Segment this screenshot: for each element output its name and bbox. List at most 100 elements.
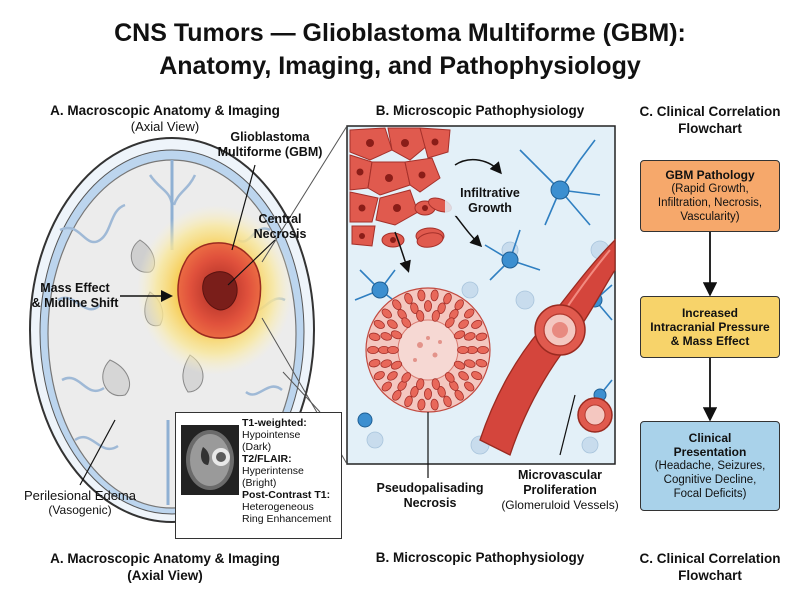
- edema-label: Perilesional Edema (Vasogenic): [10, 488, 150, 517]
- gbm-label: Glioblastoma Multiforme (GBM): [215, 130, 325, 160]
- flowchart-box-clinical-presentation: Clinical Presentation (Headache, Seizure…: [640, 421, 780, 511]
- box2-line2: & Mass Effect: [670, 334, 750, 348]
- palisading-cell: [381, 381, 392, 392]
- t2-title: T2/FLAIR:: [242, 453, 292, 465]
- palisading-cell: [367, 346, 379, 355]
- zoom-connector-top: [261, 125, 348, 263]
- palisading-cell: [471, 319, 483, 329]
- panel-c-footer-line1: C. Clinical Correlation: [639, 551, 781, 566]
- palisading-cell: [390, 360, 403, 370]
- central-necrosis-label: Central Necrosis: [240, 212, 320, 242]
- palisading-cell: [475, 332, 488, 341]
- palisading-cell: [437, 302, 446, 314]
- palisading-cell: [423, 300, 432, 312]
- mri-sequence-notes: T1-weighted: Hypointense (Dark) T2/FLAIR…: [242, 417, 338, 525]
- panel-c-title-line1: C. Clinical Correlation: [639, 104, 781, 119]
- mri-inset-panel: T1-weighted: Hypointense (Dark) T2/FLAIR…: [175, 412, 342, 539]
- box1-line1: (Rapid Growth,: [671, 183, 749, 195]
- palisading-cell: [368, 359, 381, 368]
- inset-connector-line: [282, 371, 321, 413]
- palisading-cell: [464, 359, 476, 368]
- palisading-cell: [453, 330, 466, 340]
- infiltration-arrows: [394, 158, 502, 273]
- t2-line2: (Bright): [242, 477, 277, 489]
- palisading-cell: [387, 319, 398, 329]
- left-lateral-ventricle-occipital: [102, 359, 130, 397]
- box3-title: Clinical: [688, 431, 732, 445]
- edema-label-line2: (Vasogenic): [48, 503, 112, 517]
- pseudopalisading-label: Pseudopalisading Necrosis: [365, 481, 495, 511]
- infiltrative-growth-label: Infiltrative Growth: [445, 186, 535, 216]
- gbm-label-line2: Multiforme (GBM): [217, 145, 323, 159]
- palisading-cell: [387, 346, 399, 355]
- palisading-cell: [381, 308, 392, 319]
- main-title-line2: Anatomy, Imaging, and Pathophysiology: [159, 52, 641, 80]
- panel-a-subtitle: (Axial View): [130, 119, 200, 134]
- box3-line2: (Headache, Seizures,: [654, 460, 766, 472]
- palisading-cell: [410, 386, 419, 398]
- palisading-cell: [401, 372, 412, 383]
- panel-b-title: B. Microscopic Pathophysiology: [375, 103, 585, 118]
- box2-title: Increased: [681, 306, 739, 320]
- t1-line2: (Dark): [242, 441, 272, 453]
- necrosis-label-leader: [227, 239, 276, 286]
- palisading-cell: [373, 371, 385, 381]
- palisading-cell: [424, 388, 433, 400]
- mri-thumbnail: [181, 425, 239, 495]
- panel-c-title-line2: Flowchart: [678, 121, 742, 136]
- palisading-cell: [401, 317, 412, 328]
- gbm-label-leader: [231, 164, 256, 251]
- micro-line2: Proliferation: [523, 483, 597, 497]
- panel-a-footer: A. Macroscopic Anatomy & Imaging (Axial …: [0, 550, 330, 584]
- pseudopalisading-rosette: [365, 287, 491, 413]
- palisading-cell: [368, 332, 381, 341]
- box3-line3: Cognitive Decline,: [663, 474, 757, 486]
- central-necrosis-core: [202, 271, 238, 311]
- infiltrative-line2: Growth: [468, 201, 512, 215]
- palisading-cell: [477, 345, 489, 354]
- box1-line2: Infiltration, Necrosis,: [657, 197, 763, 209]
- palisading-cell: [404, 292, 413, 305]
- panel-a-footer-line2: (Axial View): [127, 568, 203, 583]
- palisading-cell: [458, 319, 469, 329]
- box2-line1: Intracranial Pressure: [650, 320, 770, 334]
- mass-effect-label: Mass Effect & Midline Shift: [25, 281, 125, 311]
- microvascular-leader: [559, 394, 576, 456]
- panel-c-footer: C. Clinical Correlation Flowchart: [620, 550, 800, 584]
- edema-label-leader: [79, 419, 116, 486]
- palisading-cell: [444, 317, 455, 328]
- necrotic-debris: [413, 336, 442, 362]
- gbm-label-line1: Glioblastoma: [230, 130, 310, 144]
- flowchart-box-icp: Increased Intracranial Pressure & Mass E…: [640, 296, 780, 358]
- palisading-cell: [431, 378, 440, 390]
- infiltrative-line1: Infiltrative: [460, 186, 520, 200]
- palisading-cell: [404, 395, 413, 408]
- panel-a-title: A. Macroscopic Anatomy & Imaging: [50, 103, 280, 118]
- t1-line1: Hypointense: [242, 429, 301, 441]
- central-necrosis-line1: Central: [258, 212, 302, 226]
- main-title-line1: CNS Tumors — Glioblastoma Multiforme (GB…: [114, 19, 686, 47]
- palisading-cell: [464, 308, 475, 319]
- palisading-cell: [416, 378, 425, 390]
- micro-line3: (Glomeruloid Vessels): [501, 498, 619, 512]
- micro-line1: Microvascular: [517, 468, 603, 482]
- palisading-cell: [390, 330, 403, 340]
- palisading-cell: [430, 398, 439, 411]
- palisading-cell: [431, 310, 440, 322]
- panel-b-footer: B. Microscopic Pathophysiology: [375, 550, 585, 565]
- panel-a-footer-line1: A. Macroscopic Anatomy & Imaging: [50, 551, 280, 566]
- box3-line4: Focal Deficits): [673, 488, 747, 500]
- palisading-cell: [457, 345, 469, 354]
- palisading-cell: [417, 398, 426, 411]
- microvascular-label: Microvascular Proliferation (Glomeruloid…: [485, 468, 635, 512]
- pc-line2: Ring Enhancement: [242, 513, 332, 525]
- palisading-cell: [443, 292, 452, 305]
- palisading-cell: [416, 310, 425, 322]
- palisading-cell: [443, 395, 452, 408]
- palisading-cells: [367, 289, 489, 411]
- panel-c-footer-line2: Flowchart: [678, 568, 742, 583]
- palisading-cell: [417, 289, 426, 302]
- palisading-cell: [475, 359, 488, 368]
- palisading-cell: [387, 371, 398, 381]
- central-necrosis-line2: Necrosis: [253, 227, 307, 241]
